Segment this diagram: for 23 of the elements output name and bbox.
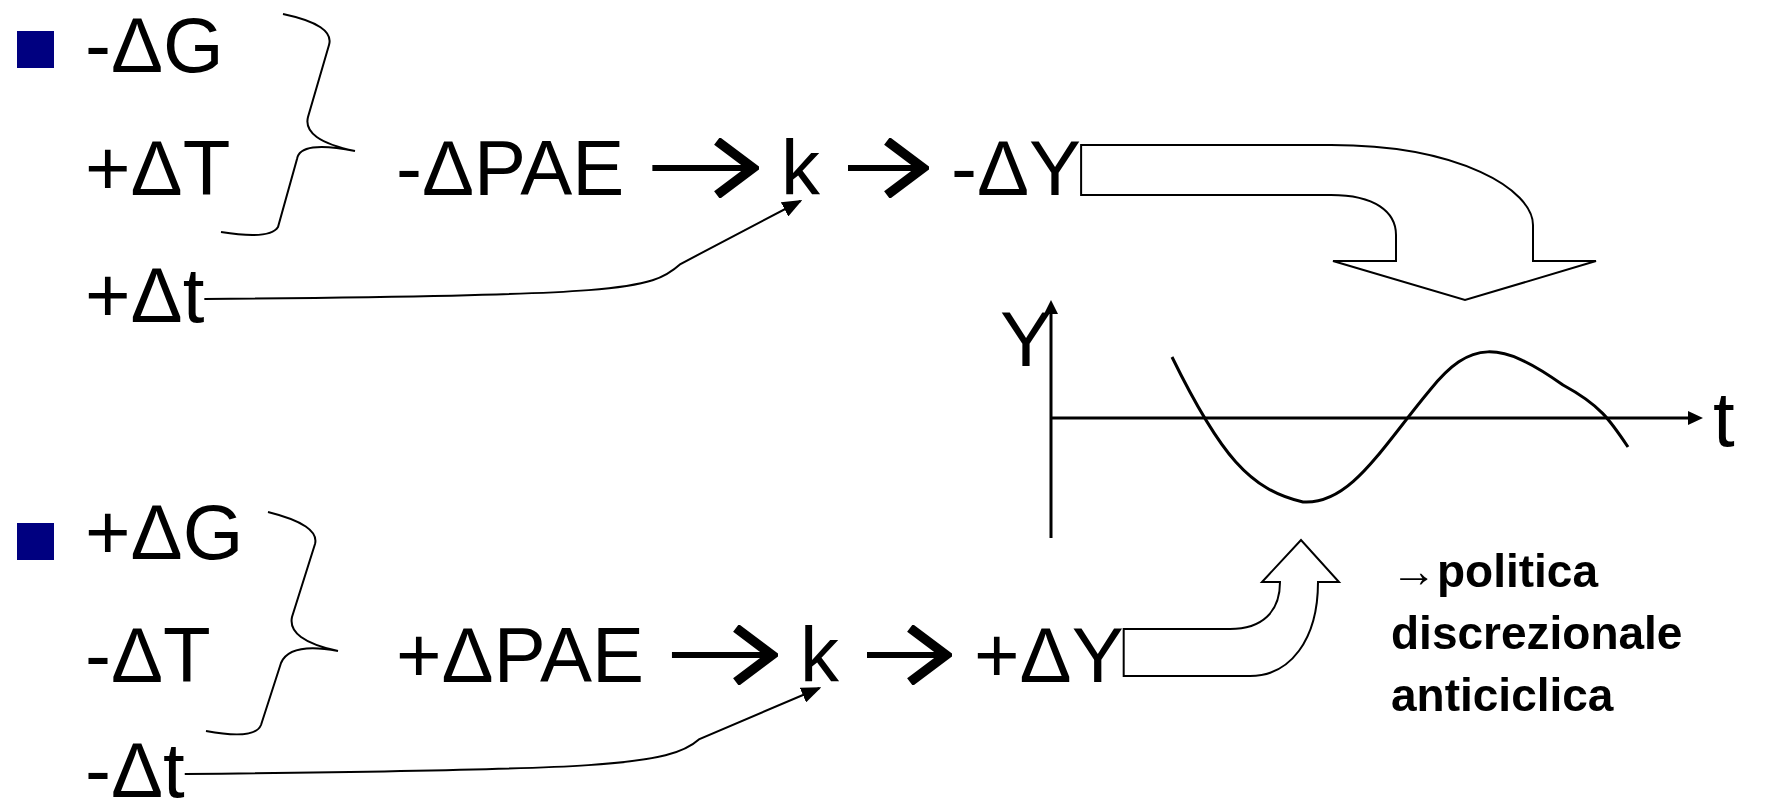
formula-term: -ΔPAE [396,129,625,207]
arrow [652,136,758,200]
axis-label: t [1713,380,1735,458]
block-arrow [1080,144,1597,301]
formula-term: +ΔY [974,616,1124,694]
formula-term: +ΔPAE [396,616,644,694]
arrow [848,136,928,200]
axis-label: Y [1000,300,1053,378]
formula-term: k [800,616,839,694]
note-text: →politica discrezionale anticiclica [1391,544,1684,724]
formula-term: k [781,129,820,207]
block-arrow [1122,539,1340,677]
formula-term: -ΔG [85,6,224,84]
formula-term: -ΔY [951,129,1082,207]
arrow [671,623,777,687]
arrow [867,623,951,687]
formula-term: -Δt [85,731,185,809]
arrow [203,200,803,300]
formula-term: -ΔT [85,616,211,694]
formula-term: +Δt [85,256,205,334]
formula-term: +ΔT [85,129,231,207]
arrow [183,687,822,775]
formula-term: +ΔG [85,493,244,571]
